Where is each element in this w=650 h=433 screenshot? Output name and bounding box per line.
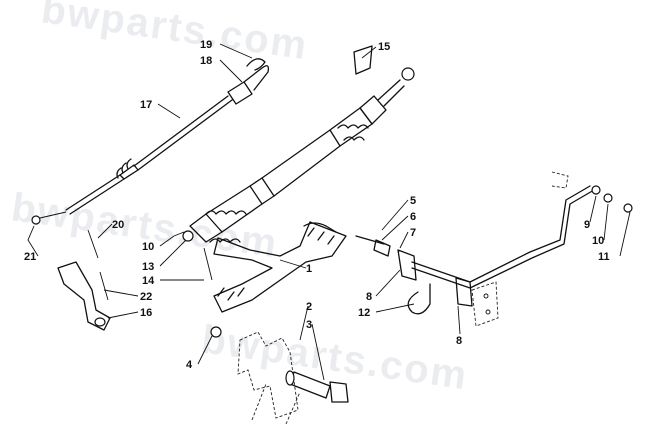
callout-6: 6 bbox=[410, 211, 416, 223]
callout-labels: 19 18 15 17 20 21 10 13 14 22 16 1 2 3 4… bbox=[24, 39, 610, 371]
callout-22: 22 bbox=[140, 291, 152, 303]
cable-15 bbox=[182, 45, 415, 243]
callout-17: 17 bbox=[140, 99, 152, 111]
cable-17 bbox=[31, 58, 270, 225]
callout-1: 1 bbox=[306, 263, 312, 275]
callout-5: 5 bbox=[410, 195, 416, 207]
watermark-middle: bwparts.com bbox=[9, 185, 281, 266]
watermarks: bwparts.com bwparts.com bwparts.com bbox=[9, 0, 471, 398]
callout-8-lower: 8 bbox=[456, 335, 462, 347]
callout-9: 9 bbox=[584, 219, 590, 231]
callout-12: 12 bbox=[358, 307, 370, 319]
callout-19: 19 bbox=[200, 39, 212, 51]
callout-16: 16 bbox=[140, 307, 152, 319]
callout-13: 13 bbox=[142, 261, 154, 273]
callout-2: 2 bbox=[306, 301, 312, 313]
callout-10-right: 10 bbox=[592, 235, 604, 247]
lever-16 bbox=[57, 229, 111, 331]
callout-7: 7 bbox=[410, 227, 416, 239]
callout-18: 18 bbox=[200, 55, 212, 67]
callout-21: 21 bbox=[24, 251, 36, 263]
callout-4: 4 bbox=[186, 359, 193, 371]
callout-10-left: 10 bbox=[142, 241, 154, 253]
leader-lines bbox=[27, 43, 631, 381]
brake-pedal-1 bbox=[203, 221, 347, 338]
watermark-top: bwparts.com bbox=[39, 0, 311, 68]
watermark-bottom: bwparts.com bbox=[199, 317, 471, 398]
callout-14: 14 bbox=[142, 275, 155, 287]
rod-assembly bbox=[355, 171, 633, 327]
callout-15: 15 bbox=[378, 41, 390, 53]
callout-11: 11 bbox=[598, 251, 610, 263]
callout-20: 20 bbox=[112, 219, 124, 231]
callout-8-upper: 8 bbox=[366, 291, 372, 303]
frame-bracket bbox=[237, 331, 301, 425]
bolt-3 bbox=[285, 370, 349, 403]
callout-3: 3 bbox=[306, 319, 312, 331]
